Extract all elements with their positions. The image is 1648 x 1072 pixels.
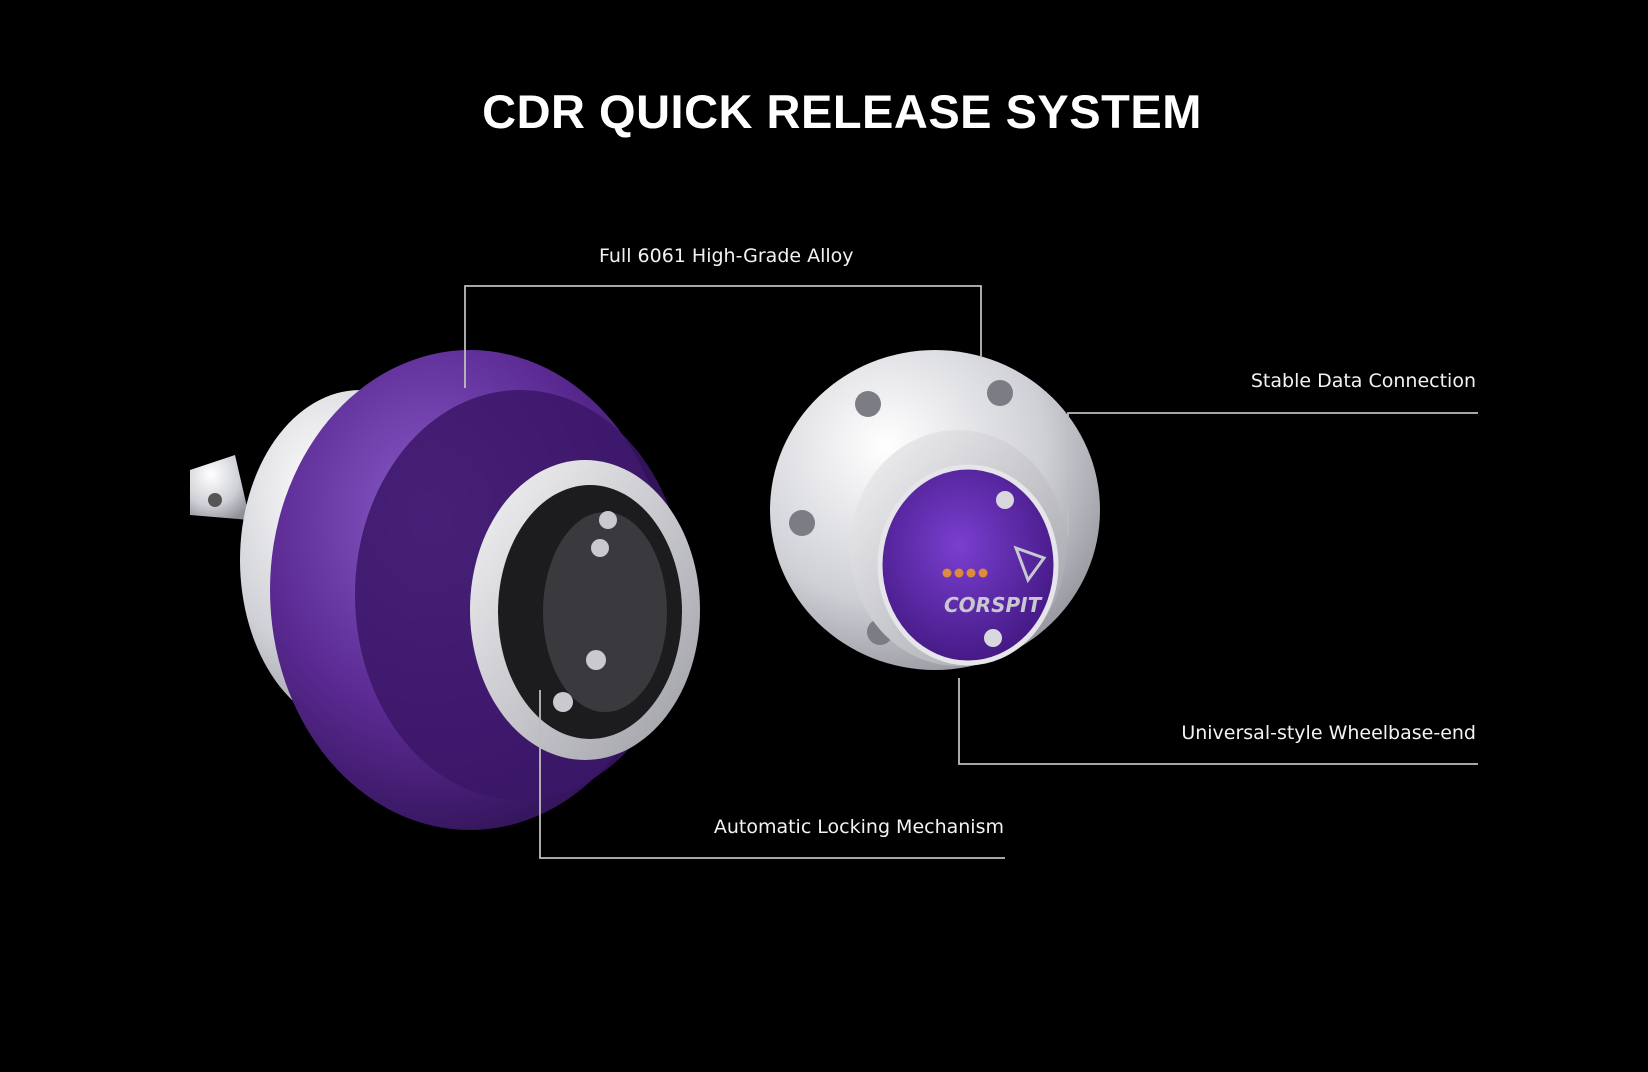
callout-data-connection: Stable Data Connection [1250, 370, 1476, 392]
brand-logo: CORSPIT [944, 593, 1043, 617]
bore-inner-wall [543, 512, 667, 712]
contact-pin [978, 568, 988, 578]
ball-bearing [599, 511, 617, 529]
leader-line-alloy [464, 285, 982, 388]
plate-screw [996, 491, 1014, 509]
mount-hole [208, 493, 222, 507]
ball-bearing [553, 692, 573, 712]
contact-pin [954, 568, 964, 578]
callout-lines [464, 285, 1478, 859]
wheelbase-side-hub: CORSPIT [770, 350, 1100, 670]
brand-emblem-icon [1013, 545, 1047, 584]
wheel-side-hub [190, 350, 700, 830]
ball-bearing [586, 650, 606, 670]
mount-tab [190, 455, 250, 520]
leader-line-data [1067, 412, 1478, 536]
leader-line-wheelbase [958, 678, 1478, 765]
plate-screw [984, 629, 1002, 647]
callout-locking-mechanism: Automatic Locking Mechanism [713, 816, 1004, 838]
callout-alloy: Full 6061 High-Grade Alloy [599, 245, 854, 267]
electronics-plate [877, 464, 1059, 666]
page-title: CDR QUICK RELEASE SYSTEM [482, 85, 1202, 138]
contact-pin [966, 568, 976, 578]
bolt-hole [789, 510, 815, 536]
leader-line-locking [539, 690, 1005, 859]
contact-pin [942, 568, 952, 578]
ball-bearing [591, 539, 609, 557]
bolt-hole [855, 391, 881, 417]
bolt-hole [987, 380, 1013, 406]
callout-wheelbase-end: Universal-style Wheelbase-end [1181, 722, 1476, 744]
